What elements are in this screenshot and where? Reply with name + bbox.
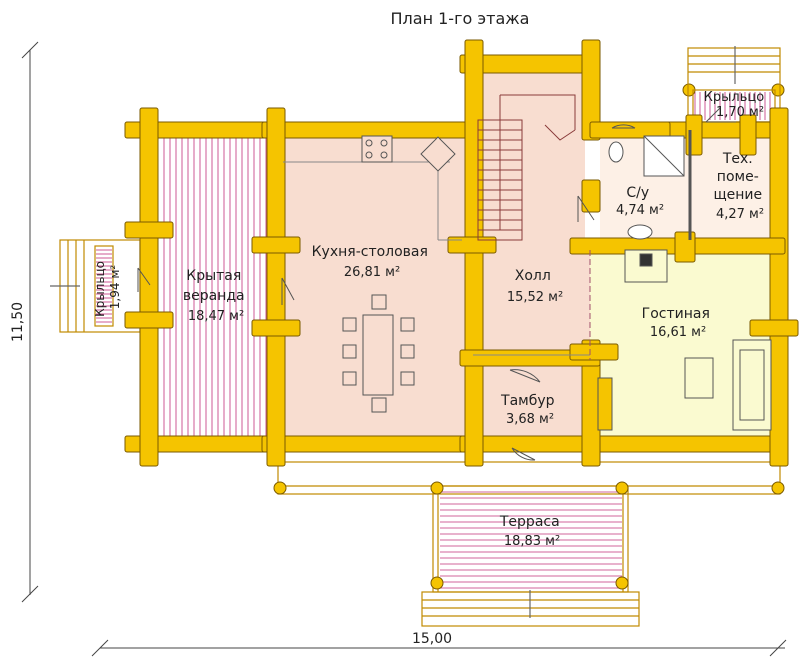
log-beam	[569, 343, 619, 361]
log-beam	[581, 39, 601, 141]
room-label-terrace: Терраса 18,83 м²	[499, 514, 564, 549]
room-label-wc: С/у 4,74 м²	[616, 185, 664, 218]
log-beam	[674, 231, 696, 263]
post-ball	[430, 576, 444, 590]
post-ball	[615, 576, 629, 590]
hall-lower-fill	[473, 245, 591, 355]
terrace-deck	[440, 491, 622, 589]
room-label-tech: Тех. поме- щение 4,27 м²	[713, 151, 766, 222]
sofa-icon	[732, 339, 772, 431]
tv-stand-icon	[597, 377, 613, 431]
log-beam	[685, 114, 703, 156]
height-dimension: 11,50	[10, 302, 26, 342]
width-dimension: 15,00	[412, 631, 452, 647]
dimension-lines	[21, 41, 787, 657]
log-beam	[749, 319, 799, 337]
bathroom-fixtures	[608, 135, 685, 240]
log-beam	[739, 114, 757, 156]
porch-left-deck	[96, 249, 112, 323]
stove-icon	[361, 135, 393, 163]
log-beam	[447, 236, 497, 254]
log-beam	[139, 107, 159, 467]
log-beam	[589, 121, 671, 139]
room-label-porch-left: Крыльцо 1,94 м²	[93, 257, 122, 317]
living-furniture	[597, 249, 772, 431]
porch-left-outline	[50, 239, 141, 333]
log-beam	[581, 179, 601, 213]
log-beam	[261, 435, 473, 453]
sink-icon	[420, 136, 456, 172]
room-label-kitchen: Кухня-столовая 26,81 м²	[312, 244, 433, 280]
log-beam	[124, 311, 174, 329]
dining-table-icon	[362, 314, 394, 396]
room-label-veranda: Крытая веранда 18,47 м²	[183, 268, 249, 324]
log-beam	[251, 319, 301, 337]
toilet-icon	[608, 141, 624, 163]
doors	[137, 107, 736, 461]
tech-fill	[690, 132, 778, 244]
log-beam	[769, 107, 789, 467]
post-ball	[273, 481, 287, 495]
log-walls	[124, 39, 799, 467]
room-label-hall: Холл 15,52 м²	[507, 268, 563, 305]
log-beam	[586, 435, 786, 453]
log-beam	[251, 236, 301, 254]
staircase	[477, 94, 576, 241]
coffee-table-icon	[684, 357, 714, 399]
room-label-porch-top: Крыльцо 1,70 м²	[704, 90, 769, 120]
post-ball	[771, 481, 785, 495]
interior-lines	[283, 130, 692, 360]
kitchen-furniture	[342, 135, 456, 413]
terrace-outline	[277, 461, 781, 627]
post-ball	[615, 481, 629, 495]
washbasin-icon	[627, 224, 653, 240]
log-beam	[266, 107, 286, 467]
log-beam	[124, 221, 174, 239]
room-label-tambur: Тамбур 3,68 м²	[500, 393, 559, 427]
room-label-living: Гостиная 16,61 м²	[642, 306, 715, 340]
room-labels: Крытая веранда 18,47 м² Кухня-столовая 2…	[93, 90, 769, 549]
post-ball	[430, 481, 444, 495]
plan-title: План 1-го этажа	[391, 9, 530, 28]
